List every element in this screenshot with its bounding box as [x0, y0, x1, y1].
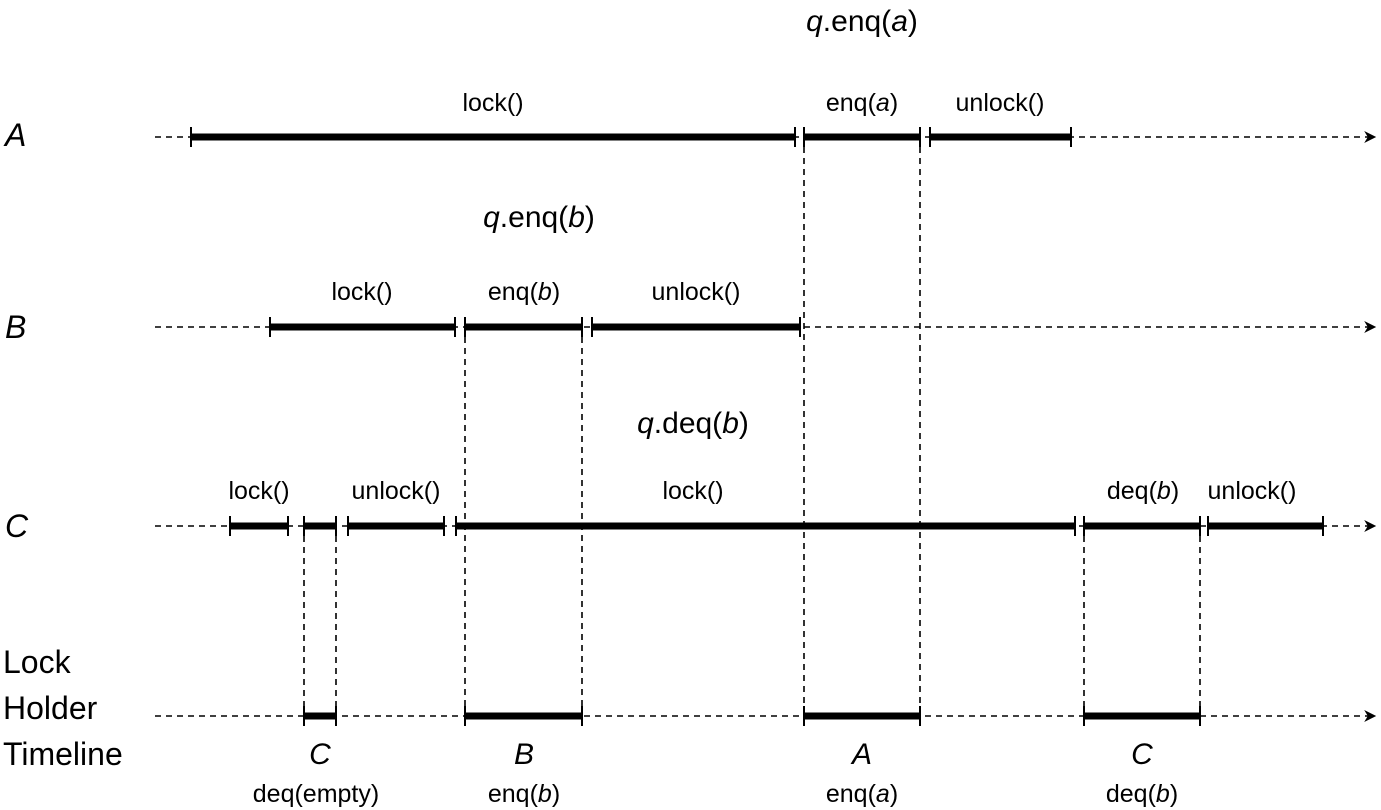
holder-2-thread: B [514, 738, 534, 771]
thread-b-unlock-label: unlock() [652, 278, 741, 306]
thread-b-enq-label: enq(b) [488, 278, 560, 306]
holder-3-thread: A [850, 738, 872, 771]
thread-c-timeline: lock() unlock() lock() deq(b) unlock() q… [155, 407, 1377, 536]
lock-holder-timeline: C deq(empty) B enq(b) A enq(a) C deq(b) [155, 706, 1377, 808]
vertical-connectors [303, 147, 1201, 706]
row-label-lock: Lock [3, 644, 72, 680]
holder-4-op: deq(b) [1106, 780, 1178, 808]
thread-a-timeline: lock() enq(a) unlock() q.enq(a) [155, 5, 1377, 147]
thread-a-unlock-label: unlock() [956, 89, 1045, 117]
holder-4-thread: C [1131, 738, 1153, 771]
thread-c-unlock2-label: unlock() [1208, 477, 1297, 505]
q-deq-b-label: q.deq(b) [637, 407, 749, 440]
row-label-c: C [5, 508, 29, 544]
thread-a-lock-label: lock() [462, 89, 523, 117]
thread-b-lock-label: lock() [331, 278, 392, 306]
row-label-b: B [5, 309, 26, 345]
thread-a-enq-label: enq(a) [826, 89, 898, 117]
thread-c-deq-label: deq(b) [1107, 477, 1179, 505]
q-enq-b-label: q.enq(b) [483, 201, 595, 234]
holder-2-op: enq(b) [488, 780, 560, 808]
thread-c-unlock1-label: unlock() [352, 477, 441, 505]
thread-b-timeline: lock() enq(b) unlock() q.enq(b) [155, 201, 1377, 337]
q-enq-a-label: q.enq(a) [806, 5, 918, 38]
holder-1-thread: C [309, 738, 331, 771]
row-label-holder: Holder [3, 690, 98, 726]
thread-c-lock1-label: lock() [228, 477, 289, 505]
row-label-a: A [3, 117, 26, 153]
holder-3-op: enq(a) [826, 780, 898, 808]
row-label-timeline: Timeline [3, 736, 123, 772]
holder-1-op: deq(empty) [253, 780, 379, 808]
thread-c-lock2-label: lock() [662, 477, 723, 505]
